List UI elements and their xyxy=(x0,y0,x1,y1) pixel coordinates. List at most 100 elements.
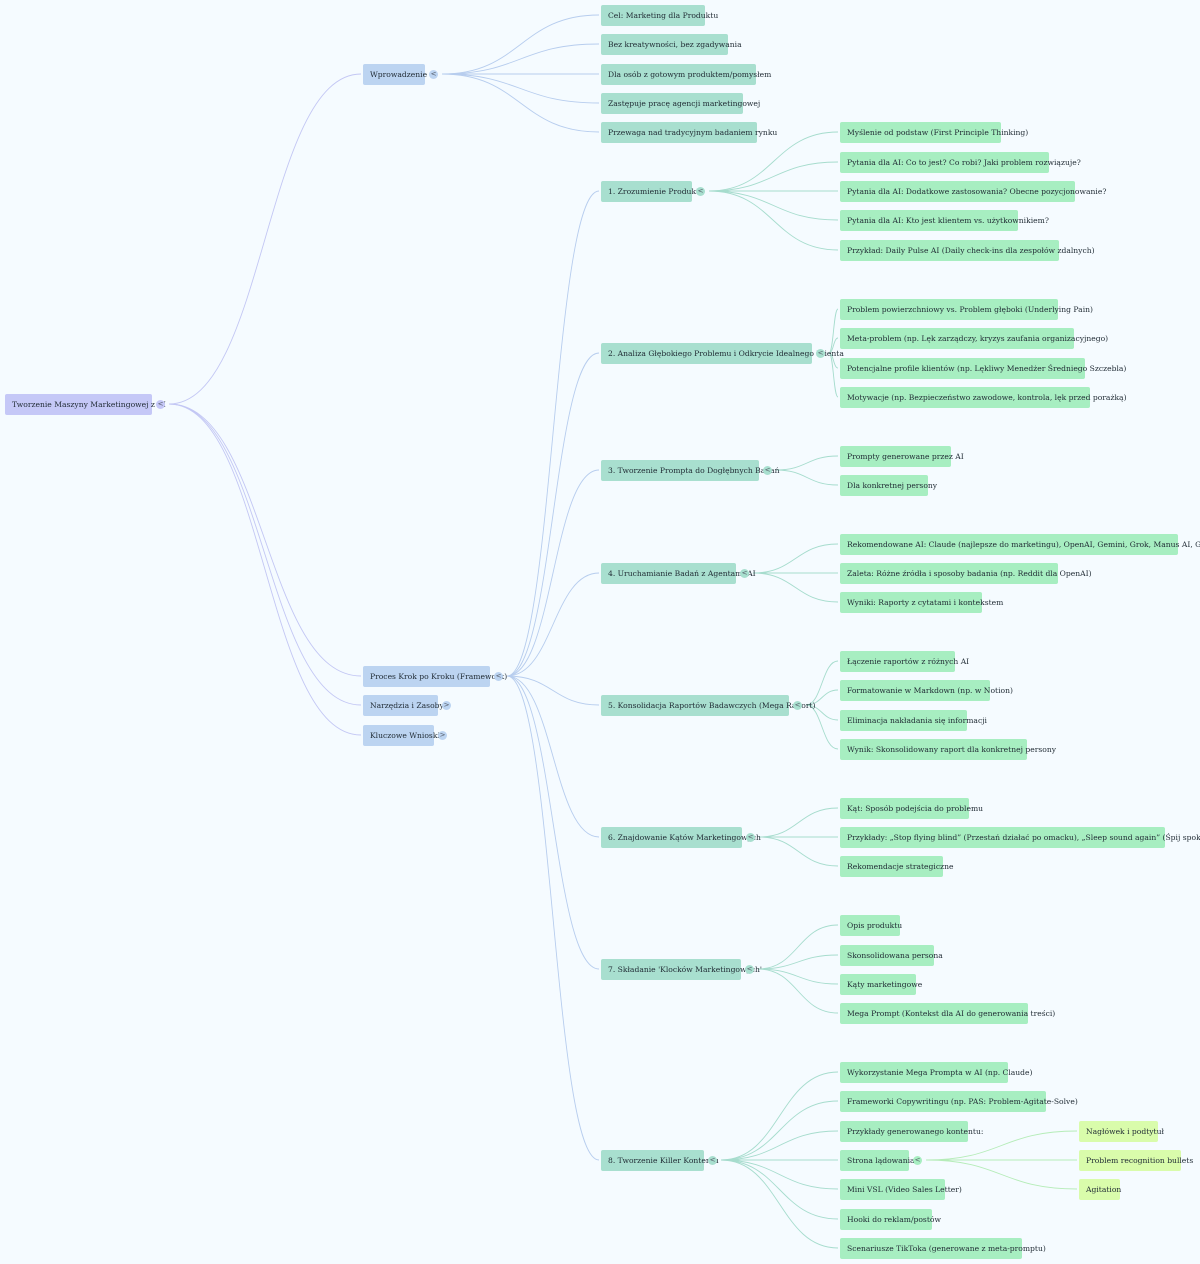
collapse-toggle-icon[interactable]: < xyxy=(696,186,705,196)
mindmap-node-laczenie-raportow-z-roznych-ai[interactable]: Łączenie raportów z różnych AI xyxy=(840,650,969,672)
mindmap-node-mini-vsl-video-sales-letter[interactable]: Mini VSL (Video Sales Letter) xyxy=(840,1178,962,1200)
link-line xyxy=(506,572,600,677)
collapse-toggle-icon[interactable]: < xyxy=(708,1155,717,1165)
link-line xyxy=(506,675,600,706)
mindmap-node-naglowek-i-podtytul[interactable]: Nagłówek i podtytuł xyxy=(1079,1120,1164,1142)
link-line xyxy=(757,954,839,970)
mindmap-node-5-konsolidacja-raportow-badawczych-mega-[interactable]: 5. Konsolidacja Raportów Badawczych (Meg… xyxy=(601,694,816,716)
collapse-toggle-icon[interactable]: < xyxy=(156,399,165,409)
mindmap-node-meta-problem-np-lek-zarzadczy-kryzys-zau[interactable]: Meta-problem (np. Lęk zarządczy, kryzys … xyxy=(840,327,1108,349)
mindmap-node-eliminacja-nakladania-sie-informacji[interactable]: Eliminacja nakładania się informacji xyxy=(840,709,987,731)
mindmap-node-problem-recognition-bullets[interactable]: Problem recognition bullets xyxy=(1079,1149,1193,1171)
link-line xyxy=(720,1159,839,1220)
link-line xyxy=(758,836,839,867)
collapse-toggle-icon[interactable]: < xyxy=(816,348,825,358)
mindmap-node-potencjalne-profile-klientow-np-lekliwy-[interactable]: Potencjalne profile klientów (np. Lękliw… xyxy=(840,357,1126,379)
link-line xyxy=(708,190,839,251)
mindmap-node-bez-kreatywnosci-bez-zgadywania[interactable]: Bez kreatywności, bez zgadywania xyxy=(601,33,742,55)
mindmap-node-pytania-dla-ai-dodatkowe-zastosowania-ob[interactable]: Pytania dla AI: Dodatkowe zastosowania? … xyxy=(840,180,1106,202)
link-line xyxy=(168,403,362,736)
mindmap-node-myslenie-od-podstaw-first-principle-thin[interactable]: Myślenie od podstaw (First Principle Thi… xyxy=(840,121,1028,143)
mindmap-node-wyniki-raporty-z-cytatami-i-kontekstem[interactable]: Wyniki: Raporty z cytatami i kontekstem xyxy=(840,591,1003,613)
collapse-toggle-icon[interactable]: < xyxy=(793,700,802,710)
link-line xyxy=(441,43,600,75)
mindmap-node-rekomendowane-ai-claude-najlepsze-do-mar[interactable]: Rekomendowane AI: Claude (najlepsze do m… xyxy=(840,533,1200,555)
collapse-toggle-icon[interactable]: < xyxy=(745,964,754,974)
mindmap-node-narzedzia-i-zasoby[interactable]: Narzędzia i Zasoby xyxy=(363,694,444,716)
mindmap-node-frameworki-copywritingu-np-pas-problem-a[interactable]: Frameworki Copywritingu (np. PAS: Proble… xyxy=(840,1090,1078,1112)
link-line xyxy=(441,73,600,133)
link-line xyxy=(925,1130,1078,1161)
mindmap-node-rekomendacje-strategiczne[interactable]: Rekomendacje strategiczne xyxy=(840,855,953,877)
mindmap-node-wprowadzenie[interactable]: Wprowadzenie xyxy=(363,63,427,85)
link-line xyxy=(805,689,839,706)
link-line xyxy=(757,924,839,970)
mindmap-node-wykorzystanie-mega-prompta-w-ai-np-claud[interactable]: Wykorzystanie Mega Prompta w AI (np. Cla… xyxy=(840,1061,1033,1083)
link-line xyxy=(828,352,839,398)
mindmap-node-zaleta-rozne-zrodla-i-sposoby-badania-np[interactable]: Zaleta: Różne źródła i sposoby badania (… xyxy=(840,562,1092,584)
mindmap-node-4-uruchamianie-badan-z-agentami-ai[interactable]: 4. Uruchamianie Badań z Agentami AI xyxy=(601,562,756,584)
mindmap-node-prompty-generowane-przez-ai[interactable]: Prompty generowane przez AI xyxy=(840,445,964,467)
link-line xyxy=(168,403,362,706)
link-line xyxy=(708,131,839,192)
link-line xyxy=(506,352,600,677)
link-line xyxy=(506,675,600,1161)
mindmap-node-strona-ladowania[interactable]: Strona lądowania xyxy=(840,1149,915,1171)
mindmap-node-problem-powierzchniowy-vs-problem-glebok[interactable]: Problem powierzchniowy vs. Problem głębo… xyxy=(840,298,1093,320)
mindmap-node-3-tworzenie-prompta-do-doglebnych-badan[interactable]: 3. Tworzenie Prompta do Dogłębnych Badań xyxy=(601,459,780,481)
mindmap-node-pytania-dla-ai-co-to-jest-co-robi-jaki-p[interactable]: Pytania dla AI: Co to jest? Co robi? Jak… xyxy=(840,151,1081,173)
mindmap-node-agitation[interactable]: Agitation xyxy=(1079,1178,1121,1200)
expand-toggle-icon[interactable]: > xyxy=(442,700,451,710)
link-line xyxy=(708,161,839,192)
link-line xyxy=(757,968,839,985)
link-line xyxy=(925,1159,1078,1190)
mindmap-node-opis-produktu[interactable]: Opis produktu xyxy=(840,914,902,936)
collapse-toggle-icon[interactable]: < xyxy=(740,568,749,578)
mindmap-node-pytania-dla-ai-kto-jest-klientem-vs-uzyt[interactable]: Pytania dla AI: Kto jest klientem vs. uż… xyxy=(840,209,1049,231)
link-line xyxy=(758,807,839,838)
mindmap-node-katy-marketingowe[interactable]: Kąty marketingowe xyxy=(840,973,922,995)
mindmap-node-kluczowe-wnioski[interactable]: Kluczowe Wnioski xyxy=(363,724,440,746)
mindmap-node-zastepuje-prace-agencji-marketingowej[interactable]: Zastępuje pracę agencji marketingowej xyxy=(601,92,760,114)
mindmap-node-dla-osob-z-gotowym-produktem-pomyslem[interactable]: Dla osób z gotowym produktem/pomysłem xyxy=(601,63,771,85)
collapse-toggle-icon[interactable]: < xyxy=(763,465,772,475)
link-line xyxy=(757,968,839,1014)
link-line xyxy=(506,190,600,677)
mindmap-node-formatowanie-w-markdown-np-w-notion[interactable]: Formatowanie w Markdown (np. w Notion) xyxy=(840,679,1013,701)
mindmap-node-dla-konkretnej-persony[interactable]: Dla konkretnej persony xyxy=(840,474,937,496)
link-line xyxy=(720,1159,839,1249)
mindmap-node-8-tworzenie-killer-kontentu[interactable]: 8. Tworzenie Killer Kontentu xyxy=(601,1149,719,1171)
mindmap-node-skonsolidowana-persona[interactable]: Skonsolidowana persona xyxy=(840,944,943,966)
mindmap-node-przewaga-nad-tradycyjnym-badaniem-rynku[interactable]: Przewaga nad tradycyjnym badaniem rynku xyxy=(601,121,777,143)
mindmap-node-przyklady-generowanego-kontentu[interactable]: Przykłady generowanego kontentu: xyxy=(840,1120,983,1142)
link-line xyxy=(168,73,362,405)
mindmap-node-motywacje-np-bezpieczenstwo-zawodowe-kon[interactable]: Motywacje (np. Bezpieczeństwo zawodowe, … xyxy=(840,386,1127,408)
mindmap-node-6-znajdowanie-katow-marketingowych[interactable]: 6. Znajdowanie Kątów Marketingowych xyxy=(601,826,761,848)
mindmap-node-scenariusze-tiktoka-generowane-z-meta-pr[interactable]: Scenariusze TikToka (generowane z meta-p… xyxy=(840,1237,1046,1259)
collapse-toggle-icon[interactable]: < xyxy=(746,832,755,842)
mindmap-node-mega-prompt-kontekst-dla-ai-do-generowan[interactable]: Mega Prompt (Kontekst dla AI do generowa… xyxy=(840,1002,1055,1024)
collapse-toggle-icon[interactable]: < xyxy=(429,69,438,79)
collapse-toggle-icon[interactable]: < xyxy=(913,1155,922,1165)
link-line xyxy=(506,675,600,970)
mindmap-node-przyklady-stop-flying-blind-przestan-dzi[interactable]: Przykłady: „Stop flying blind” (Przestań… xyxy=(840,826,1200,848)
root-node[interactable]: Tworzenie Maszyny Marketingowej z AI xyxy=(5,393,166,415)
link-line xyxy=(805,704,839,750)
mindmap-node-wynik-skonsolidowany-raport-dla-konkretn[interactable]: Wynik: Skonsolidowany raport dla konkret… xyxy=(840,738,1056,760)
mindmap-node-cel-marketing-dla-produktu[interactable]: Cel: Marketing dla Produktu xyxy=(601,4,718,26)
mindmap-node-proces-krok-po-kroku-framework[interactable]: Proces Krok po Kroku (Framework) xyxy=(363,665,507,687)
link-line xyxy=(828,308,839,354)
mindmap-node-2-analiza-glebokiego-problemu-i-odkrycie[interactable]: 2. Analiza Głębokiego Problemu i Odkryci… xyxy=(601,342,844,364)
mindmap-node-hooki-do-reklam-postow[interactable]: Hooki do reklam/postów xyxy=(840,1208,941,1230)
collapse-toggle-icon[interactable]: < xyxy=(494,671,503,681)
mindmap-node-przyklad-daily-pulse-ai-daily-check-ins-[interactable]: Przykład: Daily Pulse AI (Daily check-in… xyxy=(840,239,1095,261)
mindmap-node-1-zrozumienie-produktu[interactable]: 1. Zrozumienie Produktu xyxy=(601,180,704,202)
link-line xyxy=(752,572,839,603)
link-line xyxy=(506,469,600,677)
expand-toggle-icon[interactable]: > xyxy=(438,730,447,740)
mindmap-node-7-skladanie-klockow-marketingowych[interactable]: 7. Składanie 'Klocków Marketingowych' xyxy=(601,958,762,980)
mindmap-node-kat-sposob-podejscia-do-problemu[interactable]: Kąt: Sposób podejścia do problemu xyxy=(840,797,983,819)
link-line xyxy=(720,1071,839,1161)
